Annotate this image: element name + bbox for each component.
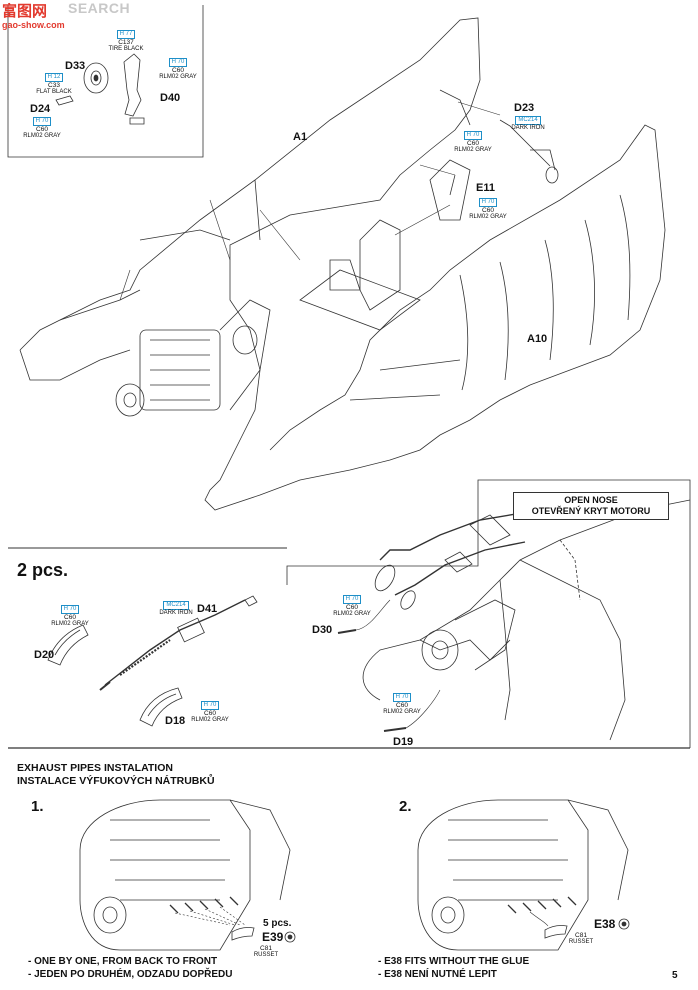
part-e39: E39	[262, 930, 284, 944]
part-d41: D41	[197, 603, 218, 615]
part-d19: D19	[393, 736, 414, 748]
exhaust-title-cz: INSTALACE VÝFUKOVÝCH NÁTRUBKŮ	[17, 775, 215, 787]
watermark-search: SEARCH	[68, 0, 131, 16]
paint-callout-flat: H 12 C33 FLAT BLACK	[36, 73, 72, 95]
exhaust-title: EXHAUST PIPES INSTALATION INSTALACE VÝFU…	[17, 762, 215, 788]
step-1-note: - ONE BY ONE, FROM BACK TO FRONT - JEDEN…	[28, 955, 232, 981]
paint-callout-dark-iron: MC214 DARK IRON	[511, 116, 545, 131]
part-d24: D24	[30, 103, 51, 115]
open-nose-en: OPEN NOSE	[564, 495, 618, 505]
paint-callout-d23: H 70 C60 RLM02 GRAY	[454, 131, 492, 153]
paint-callout-d19: H 70 C60 RLM02 GRAY	[383, 693, 421, 715]
step-2-note-en: - E38 FITS WITHOUT THE GLUE	[378, 956, 530, 967]
paint-callout-d20: H 70 C60 RLM02 GRAY	[51, 605, 89, 627]
paint-callout-e38: C81 RUSSET	[568, 932, 594, 945]
exhaust-title-en: EXHAUST PIPES INSTALATION	[17, 762, 173, 774]
step-2-number: 2.	[399, 798, 412, 815]
paint-callout-d18: H 70 C60 RLM02 GRAY	[191, 701, 229, 723]
open-nose-label: OPEN NOSE OTEVŘENÝ KRYT MOTORU	[513, 492, 669, 520]
paint-callout-e39: C81 RUSSET	[253, 945, 279, 958]
step-2-note: - E38 FITS WITHOUT THE GLUE - E38 NENÍ N…	[378, 955, 529, 981]
part-a1: A1	[293, 131, 308, 143]
part-d33: D33	[65, 60, 86, 72]
part-a10: A10	[527, 333, 548, 345]
open-nose-cz: OTEVŘENÝ KRYT MOTORU	[531, 506, 651, 516]
part-e11: E11	[476, 182, 495, 194]
part-d30: D30	[312, 624, 333, 636]
paint-callout-tire: H 77 C137 TIRE BLACK	[108, 30, 144, 52]
step-2-note-cz: - E38 NENÍ NUTNÉ LEPIT	[378, 969, 497, 980]
part-d20: D20	[34, 649, 55, 661]
page-number: 5	[672, 970, 678, 981]
step-1-note-cz: - JEDEN PO DRUHÉM, ODZADU DOPŘEDU	[28, 969, 233, 980]
paint-callout-e11: H 70 C60 RLM02 GRAY	[469, 198, 507, 220]
watermark-logo: 富图网	[2, 3, 48, 20]
step-1-number: 1.	[31, 798, 44, 815]
inset-frame	[7, 5, 204, 158]
part-e38: E38	[594, 917, 616, 931]
paint-callout-d40: H 70 C60 RLM02 GRAY	[159, 58, 197, 80]
paint-callout-d41: MC214 DARK IRON	[159, 601, 193, 616]
paint-callout-d30: H 70 C60 RLM02 GRAY	[333, 595, 371, 617]
part-d23: D23	[514, 102, 535, 114]
step-1-note-en: - ONE BY ONE, FROM BACK TO FRONT	[28, 956, 218, 967]
qty-2-pcs: 2 pcs.	[17, 560, 69, 580]
part-d40: D40	[160, 92, 181, 104]
step-1-qty: 5 pcs.	[263, 918, 292, 929]
watermark-url: gao-show.com	[2, 20, 65, 30]
paint-callout-d24: H 70 C60 RLM02 GRAY	[23, 117, 61, 139]
part-d18: D18	[165, 715, 186, 727]
